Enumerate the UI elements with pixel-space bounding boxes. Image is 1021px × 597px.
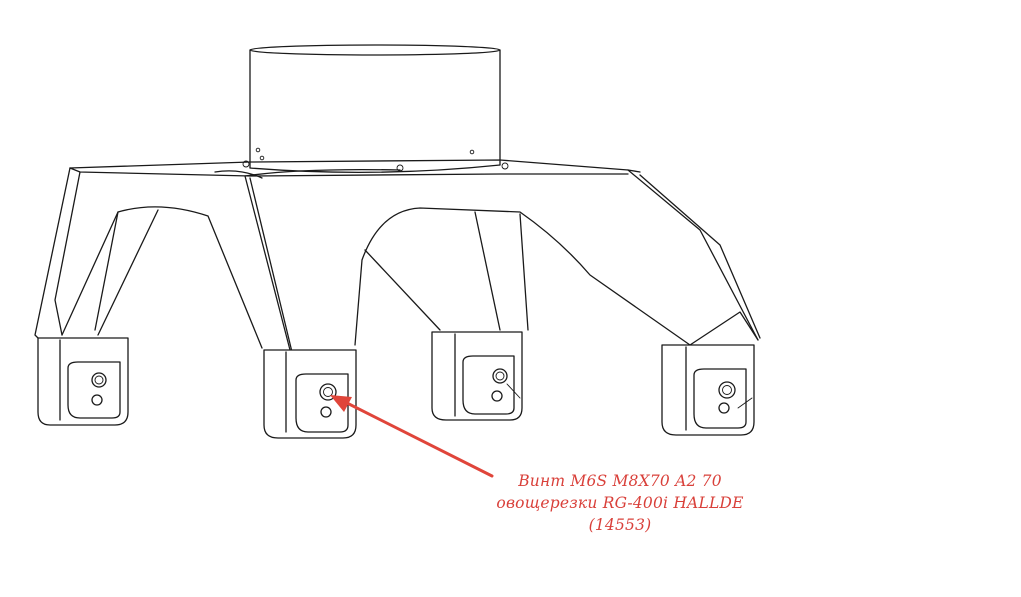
frame-right-leg [354, 169, 761, 346]
foot-1 [37, 337, 129, 426]
foot-3 [431, 331, 523, 421]
top-cylinder [249, 44, 501, 173]
callout-line-1: Винт M6S M8X70 A2 70 [518, 472, 722, 490]
foot-2 [263, 349, 357, 439]
callout-line-3: (14553) [588, 516, 652, 534]
callout-line-2: овощерезки RG-400i HALLDE [496, 494, 744, 512]
callout-arrow [330, 395, 494, 478]
part-callout-label: Винт M6S M8X70 A2 70 овощерезки RG-400i … [470, 470, 770, 536]
frame-left-leg [34, 167, 293, 353]
frame-top-plate [69, 159, 641, 179]
foot-4 [661, 344, 755, 436]
